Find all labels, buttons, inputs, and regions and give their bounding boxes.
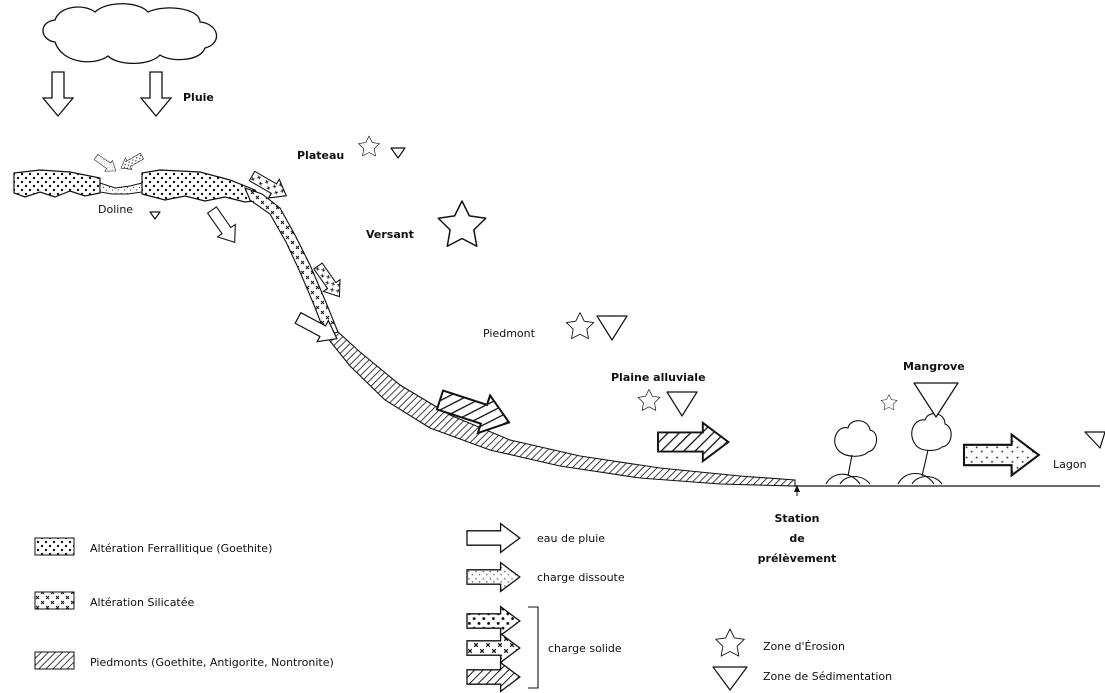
plateau-ferrallitic-left — [13, 169, 101, 198]
legend-swatch-silicate — [34, 591, 75, 610]
doline-basin — [99, 182, 143, 195]
legend-solide-label: charge solide — [548, 642, 622, 655]
label-plaine-alluviale: Plaine alluviale — [611, 371, 706, 384]
legend-arrow-solide-hatch-icon — [466, 661, 521, 693]
label-pluie: Pluie — [183, 91, 214, 104]
legend-arrows — [466, 522, 539, 693]
erosion-star-icon — [358, 135, 898, 411]
cloud-icon — [42, 3, 218, 65]
legend-sedimentation-label: Zone de Sédimentation — [763, 670, 892, 683]
label-lagon: Lagon — [1053, 458, 1087, 471]
legend-arrow-solide-cross-icon — [466, 632, 521, 664]
label-mangrove: Mangrove — [903, 360, 965, 373]
legend-dissoute-label: charge dissoute — [537, 571, 625, 584]
legend-arrow-eau-icon — [466, 522, 521, 554]
label-station-line3: prélèvement — [758, 552, 837, 565]
legend-sedimentation-triangle-icon — [712, 666, 748, 691]
legend-arrow-solide-dots-icon — [466, 605, 521, 637]
label-plateau: Plateau — [297, 149, 344, 162]
mangrove-tree-icon — [825, 413, 952, 485]
legend-piedmont-label: Piedmonts (Goethite, Antigorite, Nontron… — [90, 656, 334, 669]
sedimentation-triangle-icon — [149, 147, 1105, 449]
legend-silicate-label: Altération Silicatée — [90, 596, 195, 609]
label-versant: Versant — [366, 228, 414, 241]
rain-arrow-icon — [41, 71, 173, 118]
station-marker-icon — [794, 485, 800, 496]
legend-arrow-dissoute-icon — [466, 561, 521, 593]
label-station-line1: Station — [774, 512, 819, 525]
doline-arrow-icon — [91, 150, 146, 177]
plateau-ferrallitic-right — [141, 169, 264, 203]
legend-ferrallitic-label: Altération Ferrallitique (Goethite) — [90, 542, 272, 555]
legend-eau-label: eau de pluie — [537, 532, 605, 545]
piedmont-hatched-wedge — [325, 331, 796, 487]
legend-erosion-star-icon — [715, 628, 745, 657]
slope-silicate-band — [244, 187, 339, 337]
label-piedmont: Piedmont — [483, 327, 536, 340]
legend-bracket — [528, 606, 539, 689]
legend-materials: Altération Ferrallitique (Goethite) Alté… — [34, 537, 334, 670]
legend-zones — [712, 628, 748, 691]
legend-swatch-ferrallitic — [34, 537, 75, 556]
label-station-line2: de — [789, 532, 804, 545]
legend-erosion-label: Zone d'Érosion — [763, 640, 845, 653]
legend-swatch-piedmont — [34, 651, 75, 670]
label-doline: Doline — [98, 203, 133, 216]
